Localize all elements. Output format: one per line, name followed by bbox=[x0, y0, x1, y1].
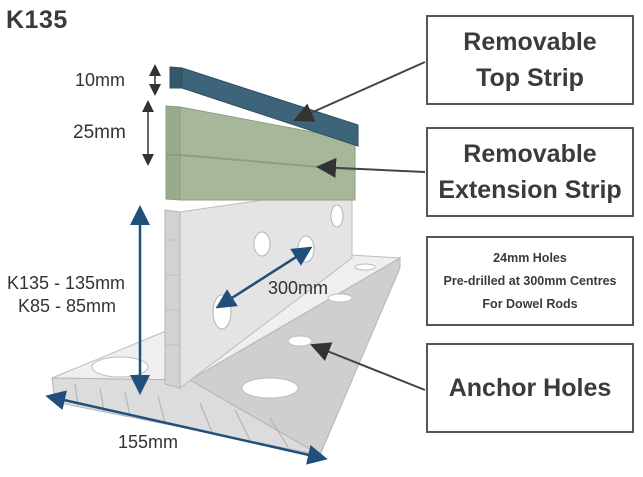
dowel-hole bbox=[330, 204, 344, 228]
extension-strip-leader bbox=[316, 157, 426, 178]
extension-strip-callout: Removable Extension Strip bbox=[426, 127, 634, 217]
anchor-hole bbox=[287, 335, 313, 347]
callout-text: Removable bbox=[463, 28, 597, 56]
hole-spacing-label: 300mm bbox=[268, 278, 329, 298]
callout-text: 24mm Holes bbox=[493, 250, 567, 265]
top-strip-leader bbox=[293, 61, 426, 122]
dowel-hole bbox=[297, 235, 315, 263]
top-strip-height-label: 10mm bbox=[75, 70, 126, 90]
spacing-dimension-arrow bbox=[215, 246, 313, 309]
callout-text: Extension Strip bbox=[438, 176, 622, 204]
anchor-holes-callout: Anchor Holes bbox=[426, 343, 634, 433]
callout-text: Removable bbox=[463, 140, 597, 168]
holes-info-callout: 24mm Holes Pre-drilled at 300mm Centres … bbox=[426, 236, 634, 326]
callout-text: Top Strip bbox=[476, 64, 584, 92]
extension-strip bbox=[165, 105, 356, 201]
extension-height-label: 25mm bbox=[73, 122, 126, 143]
product-title: K135 bbox=[6, 6, 68, 34]
callout-text: Anchor Holes bbox=[448, 374, 612, 402]
dowel-hole bbox=[253, 231, 271, 257]
top-strip-callout: Removable Top Strip bbox=[426, 15, 634, 105]
width-dimension-arrow bbox=[45, 390, 328, 465]
dimension-arrows bbox=[45, 64, 328, 465]
height-k85-label: K85 - 85mm bbox=[18, 296, 117, 316]
anchor-hole bbox=[241, 377, 299, 399]
base-width-label: 155mm bbox=[118, 432, 179, 452]
height-k135-label: K135 - 135mm bbox=[7, 273, 126, 293]
anchor-hole bbox=[327, 293, 353, 303]
callout-text: For Dowel Rods bbox=[482, 296, 578, 311]
leader-lines bbox=[293, 61, 426, 391]
anchor-holes-leader bbox=[310, 342, 426, 391]
callout-text: Pre-drilled at 300mm Centres bbox=[443, 273, 617, 288]
anchor-hole bbox=[354, 263, 376, 271]
